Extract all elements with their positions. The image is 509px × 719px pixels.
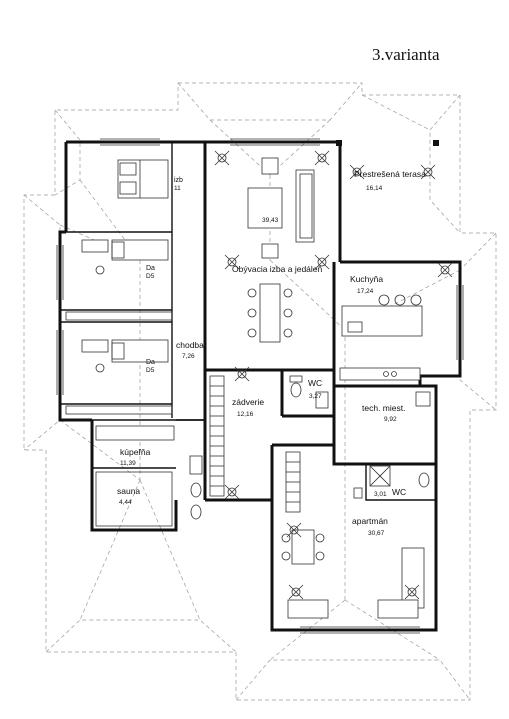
bathtub-icon [95,425,203,520]
room-label-sauna: sauna [117,486,140,496]
room-labels: Obývacia izba a jedáleň 39,43 Prestrešen… [117,169,426,537]
room-label-corridor: chodba [176,340,204,350]
room-label-hall: zádverie [232,397,264,407]
sauna-bench [95,471,173,527]
room-area-wc2: 3,01 [374,491,387,498]
room-area-kid2: D5 [146,367,155,374]
room-area-living: 39,43 [262,217,279,224]
room-area-sauna: 4,44 [119,499,132,506]
room-label-kid2: Da [146,359,155,366]
toilet-icon [353,465,430,499]
room-area-kitchen: 17,24 [357,288,374,295]
stove-icon [339,294,423,381]
room-area-apartment: 30,67 [368,530,385,537]
toilet-icon [289,375,329,409]
room-label-wc1: WC [308,378,322,388]
room-area-tech: 9,92 [384,416,397,423]
plan-title: 3.varianta [372,45,440,64]
table-icon [281,529,325,565]
room-label-living: Obývacia izba a jedáleň [232,264,323,274]
tech-equipment [415,391,431,407]
room-area-bedroom: 11 [174,185,181,192]
room-label-wc2: WC [392,487,406,497]
bed-icon [111,239,169,261]
room-label-apartment: apartmán [352,516,388,526]
table-icon [247,283,293,343]
room-label-tech: tech. miest. [362,403,405,413]
wardrobe-hatch [65,311,173,415]
room-label-terrace: Prestrešená terasa [354,169,426,179]
room-area-kid1: D5 [146,273,155,280]
ceiling-light-icon [214,150,453,600]
room-label-kid1: Da [146,265,155,272]
room-area-bath: 11,39 [120,460,136,467]
bed-icon [117,159,169,199]
windows [56,138,464,634]
walls [58,140,462,632]
room-area-wc1: 3,27 [309,393,322,400]
stairs-icon [209,375,301,513]
bed-icon [111,339,169,363]
room-label-kitchen: Kuchyňa [350,274,383,284]
room-area-corridor: 7,26 [182,353,195,360]
room-label-bath: kúpeľňa [120,447,151,457]
sofa-icon [247,157,315,259]
sofa-icon [287,547,425,619]
room-area-terrace: 16,14 [366,185,383,192]
room-area-hall: 12,16 [237,411,254,418]
room-label-bedroom: izb [174,177,183,184]
table-icon [81,239,109,373]
